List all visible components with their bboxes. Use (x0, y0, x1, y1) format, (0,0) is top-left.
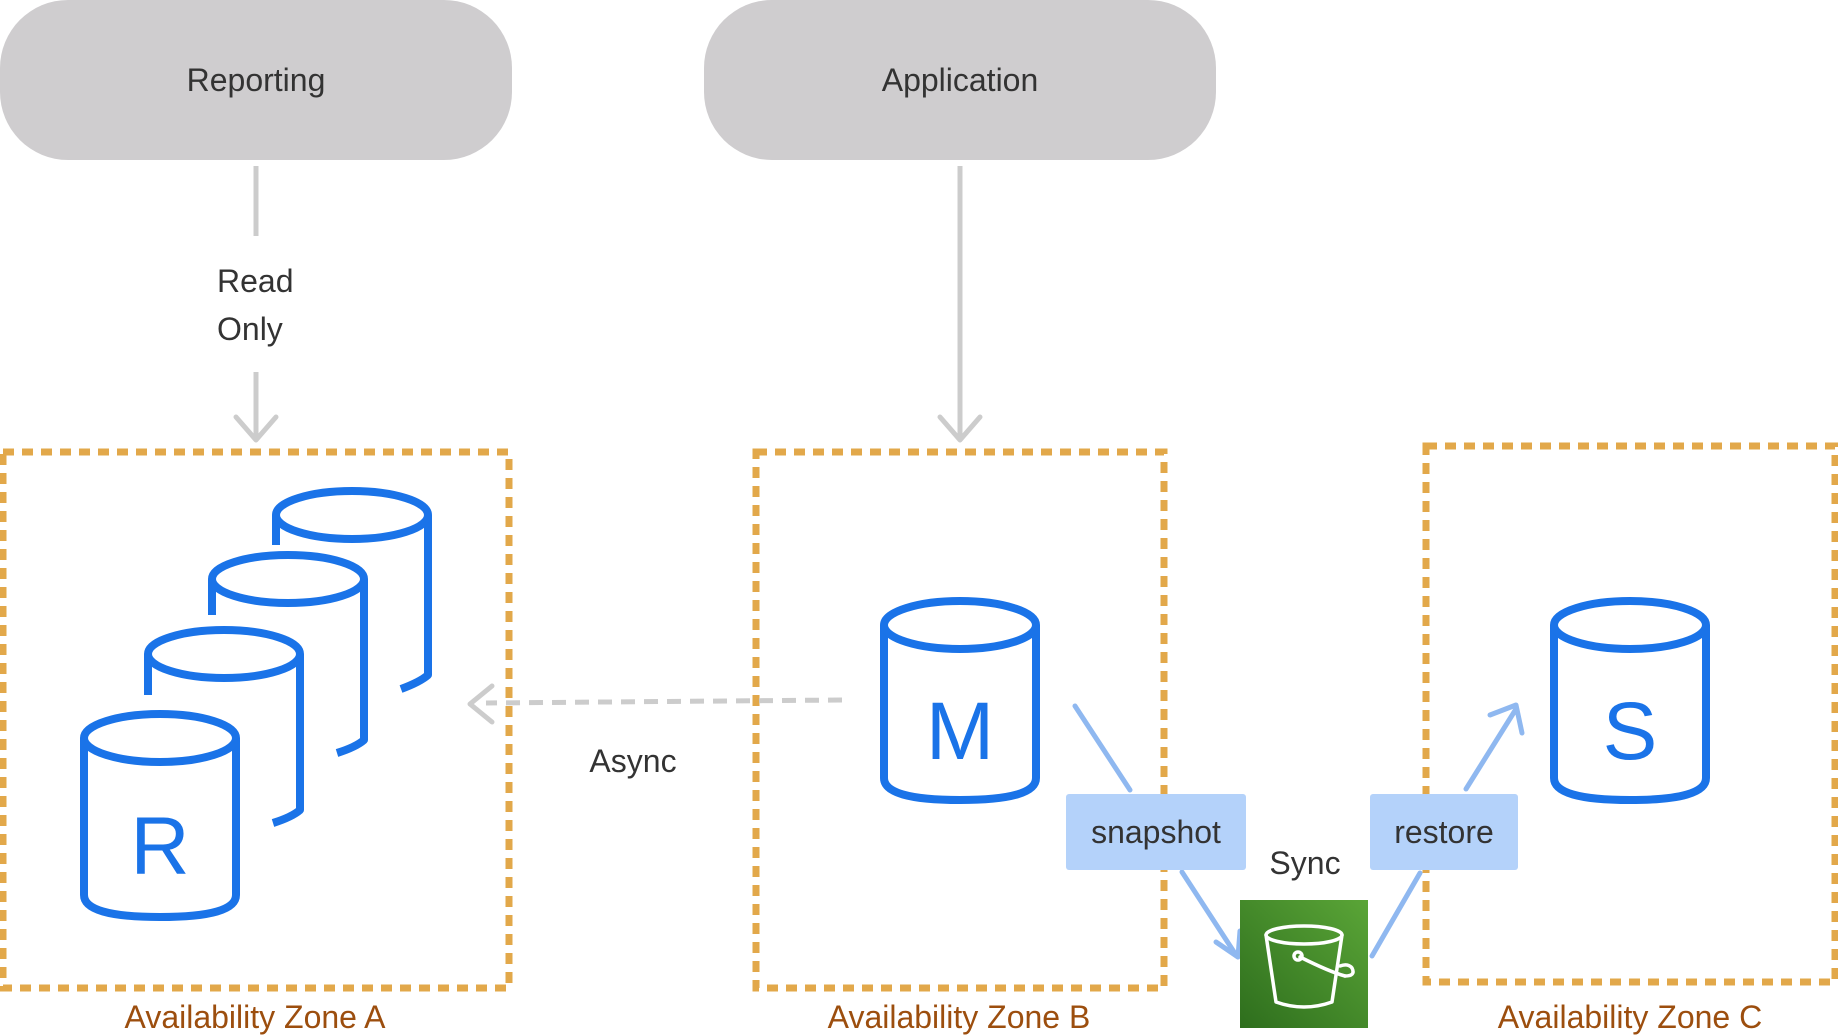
zone-b-label: Availability Zone B (828, 999, 1091, 1035)
application-connector (937, 166, 983, 443)
async-label: Async (589, 743, 676, 779)
async-connector (467, 683, 843, 725)
standby-database[interactable] (1550, 597, 1710, 805)
availability-zone-c (1422, 442, 1838, 986)
read-only-connector (233, 166, 279, 443)
arrow-up-right-icon (1487, 702, 1525, 736)
sync-label: Sync (1269, 845, 1340, 881)
application-label: Application (882, 62, 1039, 98)
arrow-down-icon (937, 414, 983, 443)
replica-letter: R (130, 801, 189, 892)
zone-c-label: Availability Zone C (1498, 999, 1762, 1035)
restore-tag[interactable]: restore (1370, 794, 1518, 870)
restore-connector (1369, 702, 1525, 959)
arrow-down-right-icon (1213, 928, 1243, 960)
replica-database-stack[interactable] (80, 487, 432, 921)
snapshot-connector (1072, 703, 1243, 960)
read-only-label-line2: Only (217, 311, 283, 347)
s3-bucket-icon[interactable] (1240, 900, 1368, 1028)
snapshot-label: snapshot (1091, 814, 1221, 850)
zone-a-label: Availability Zone A (125, 999, 387, 1035)
master-letter: M (926, 686, 994, 777)
read-only-label-line1: Read (217, 263, 294, 299)
arrow-down-icon (233, 414, 279, 443)
availability-zone-a (0, 448, 513, 992)
arrow-left-icon (467, 683, 495, 725)
standby-letter: S (1603, 686, 1658, 777)
restore-label: restore (1394, 814, 1494, 850)
availability-zone-b (752, 448, 1168, 992)
master-database[interactable] (880, 597, 1040, 805)
reporting-label: Reporting (187, 62, 326, 98)
application-node[interactable]: Application (704, 0, 1216, 160)
snapshot-tag[interactable]: snapshot (1066, 794, 1246, 870)
reporting-node[interactable]: Reporting (0, 0, 512, 160)
